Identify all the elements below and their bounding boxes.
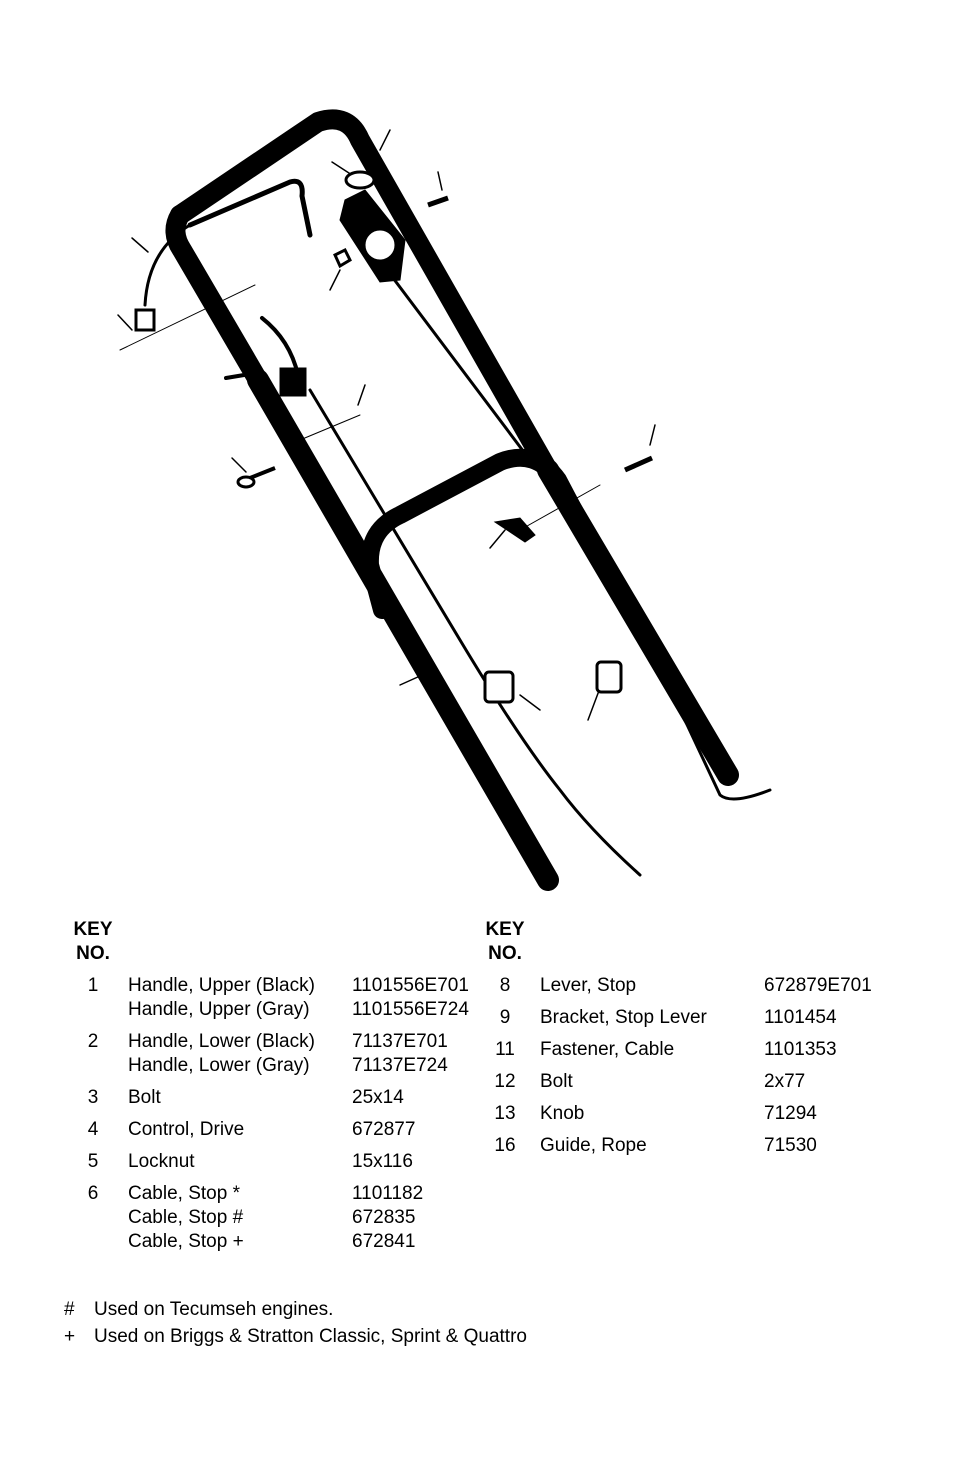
part-description: Handle, Lower (Black) Handle, Lower (Gra… [128,1031,315,1076]
key-number: 6 [87,1183,99,1204]
key-number: 5 [87,1151,99,1172]
table-row: 1 Handle, Upper (Black) Handle, Upper (G… [58,974,469,1030]
knob [493,517,536,543]
parts-list-right: KEY NO. 8 Lever, Stop 672879E701 9 Brack… [470,918,890,1158]
footnotes: # Used on Tecumseh engines. + Used on Br… [64,1296,527,1350]
key-number: 3 [87,1087,99,1108]
part-number: 15x116 [352,1151,413,1172]
part-number: 672877 [352,1119,416,1140]
part-number: 2x77 [764,1071,806,1092]
part-description: Fastener, Cable [540,1039,675,1060]
key-number: 13 [494,1103,516,1124]
cable-fastener-right [595,660,623,694]
part-number: 71137E701 71137E724 [352,1031,448,1076]
table-row: 6 Cable, Stop * Cable, Stop # Cable, Sto… [58,1182,469,1254]
bolt-top [427,195,449,208]
table-row: 4 Control, Drive 672877 [58,1118,469,1150]
crossbar-loop [360,448,609,619]
part-description: Guide, Rope [540,1135,647,1156]
table-row: 5 Locknut 15x116 [58,1150,469,1182]
lower-handle-left [247,369,559,891]
table-row: 3 Bolt 25x14 [58,1086,469,1118]
part-description: Bolt [128,1087,161,1108]
table-row: 8 Lever, Stop 672879E701 [470,974,872,1006]
part-number: 71294 [764,1103,817,1124]
table-row: 9 Bracket, Stop Lever 1101454 [470,1006,872,1038]
eyebolt [249,466,276,480]
part-description: Locknut [128,1151,195,1172]
footnote-symbol: # [64,1299,75,1320]
key-number: 11 [495,1039,515,1060]
part-number: 672879E701 [764,975,872,996]
part-number: 1101454 [764,1007,837,1028]
key-number: 9 [499,1007,511,1028]
part-description: Bolt [540,1071,573,1092]
part-number: 1101353 [764,1039,837,1060]
part-number: 25x14 [352,1087,404,1108]
parts-table-right: 8 Lever, Stop 672879E701 9 Bracket, Stop… [470,974,872,1158]
stop-lever-wire [187,178,313,238]
locknut [333,247,352,269]
stop-cable [308,388,642,877]
table-row: 13 Knob 71294 [470,1102,872,1134]
table-row: 11 Fastener, Cable 1101353 [470,1038,872,1070]
key-no-header: KEY NO. [73,919,113,964]
cable-fastener-left [483,670,515,704]
stop-cable-plug [134,308,156,332]
part-number: 1101556E701 1101556E724 [352,975,469,1020]
key-number: 16 [494,1135,516,1156]
rope-guide [260,316,300,377]
key-number: 1 [87,975,99,996]
table-row: 2 Handle, Lower (Black) Handle, Lower (G… [58,1030,469,1086]
part-description: Control, Drive [128,1119,245,1140]
key-number: 4 [87,1119,99,1140]
part-description: Knob [540,1103,585,1124]
part-number: 1101182 672835 672841 [352,1183,424,1252]
table-row: 12 Bolt 2x77 [470,1070,872,1102]
part-description: Handle, Upper (Black) Handle, Upper (Gra… [128,975,315,1020]
part-description: Lever, Stop [540,975,637,996]
footnote-text: Used on Briggs & Stratton Classic, Sprin… [94,1326,527,1347]
bolt-right [623,455,654,473]
footnote: + Used on Briggs & Stratton Classic, Spr… [64,1323,527,1350]
drive-cable [370,248,772,801]
part-description: Cable, Stop * Cable, Stop # Cable, Stop … [128,1183,244,1252]
key-number: 8 [499,975,511,996]
part-number: 71530 [764,1135,817,1156]
stop-lever-bracket [279,367,307,397]
key-number: 2 [87,1031,99,1052]
footnote-symbol: + [64,1326,76,1347]
footnote-text: Used on Tecumseh engines. [94,1299,334,1320]
upper-handle-left-leg [165,205,268,390]
key-no-header: KEY NO. [485,919,525,964]
parts-list-left: KEY NO. 1 Handle, Upper (Black) Handle, … [58,918,478,1254]
key-number: 12 [494,1071,516,1092]
part-description: Bracket, Stop Lever [540,1007,707,1028]
stop-cable-left [143,223,192,307]
footnote: # Used on Tecumseh engines. [64,1296,527,1323]
handle-assembly-diagram [117,109,772,891]
parts-table-left: 1 Handle, Upper (Black) Handle, Upper (G… [58,974,469,1254]
upper-handle [170,109,558,480]
table-row: 16 Guide, Rope 71530 [470,1134,872,1158]
